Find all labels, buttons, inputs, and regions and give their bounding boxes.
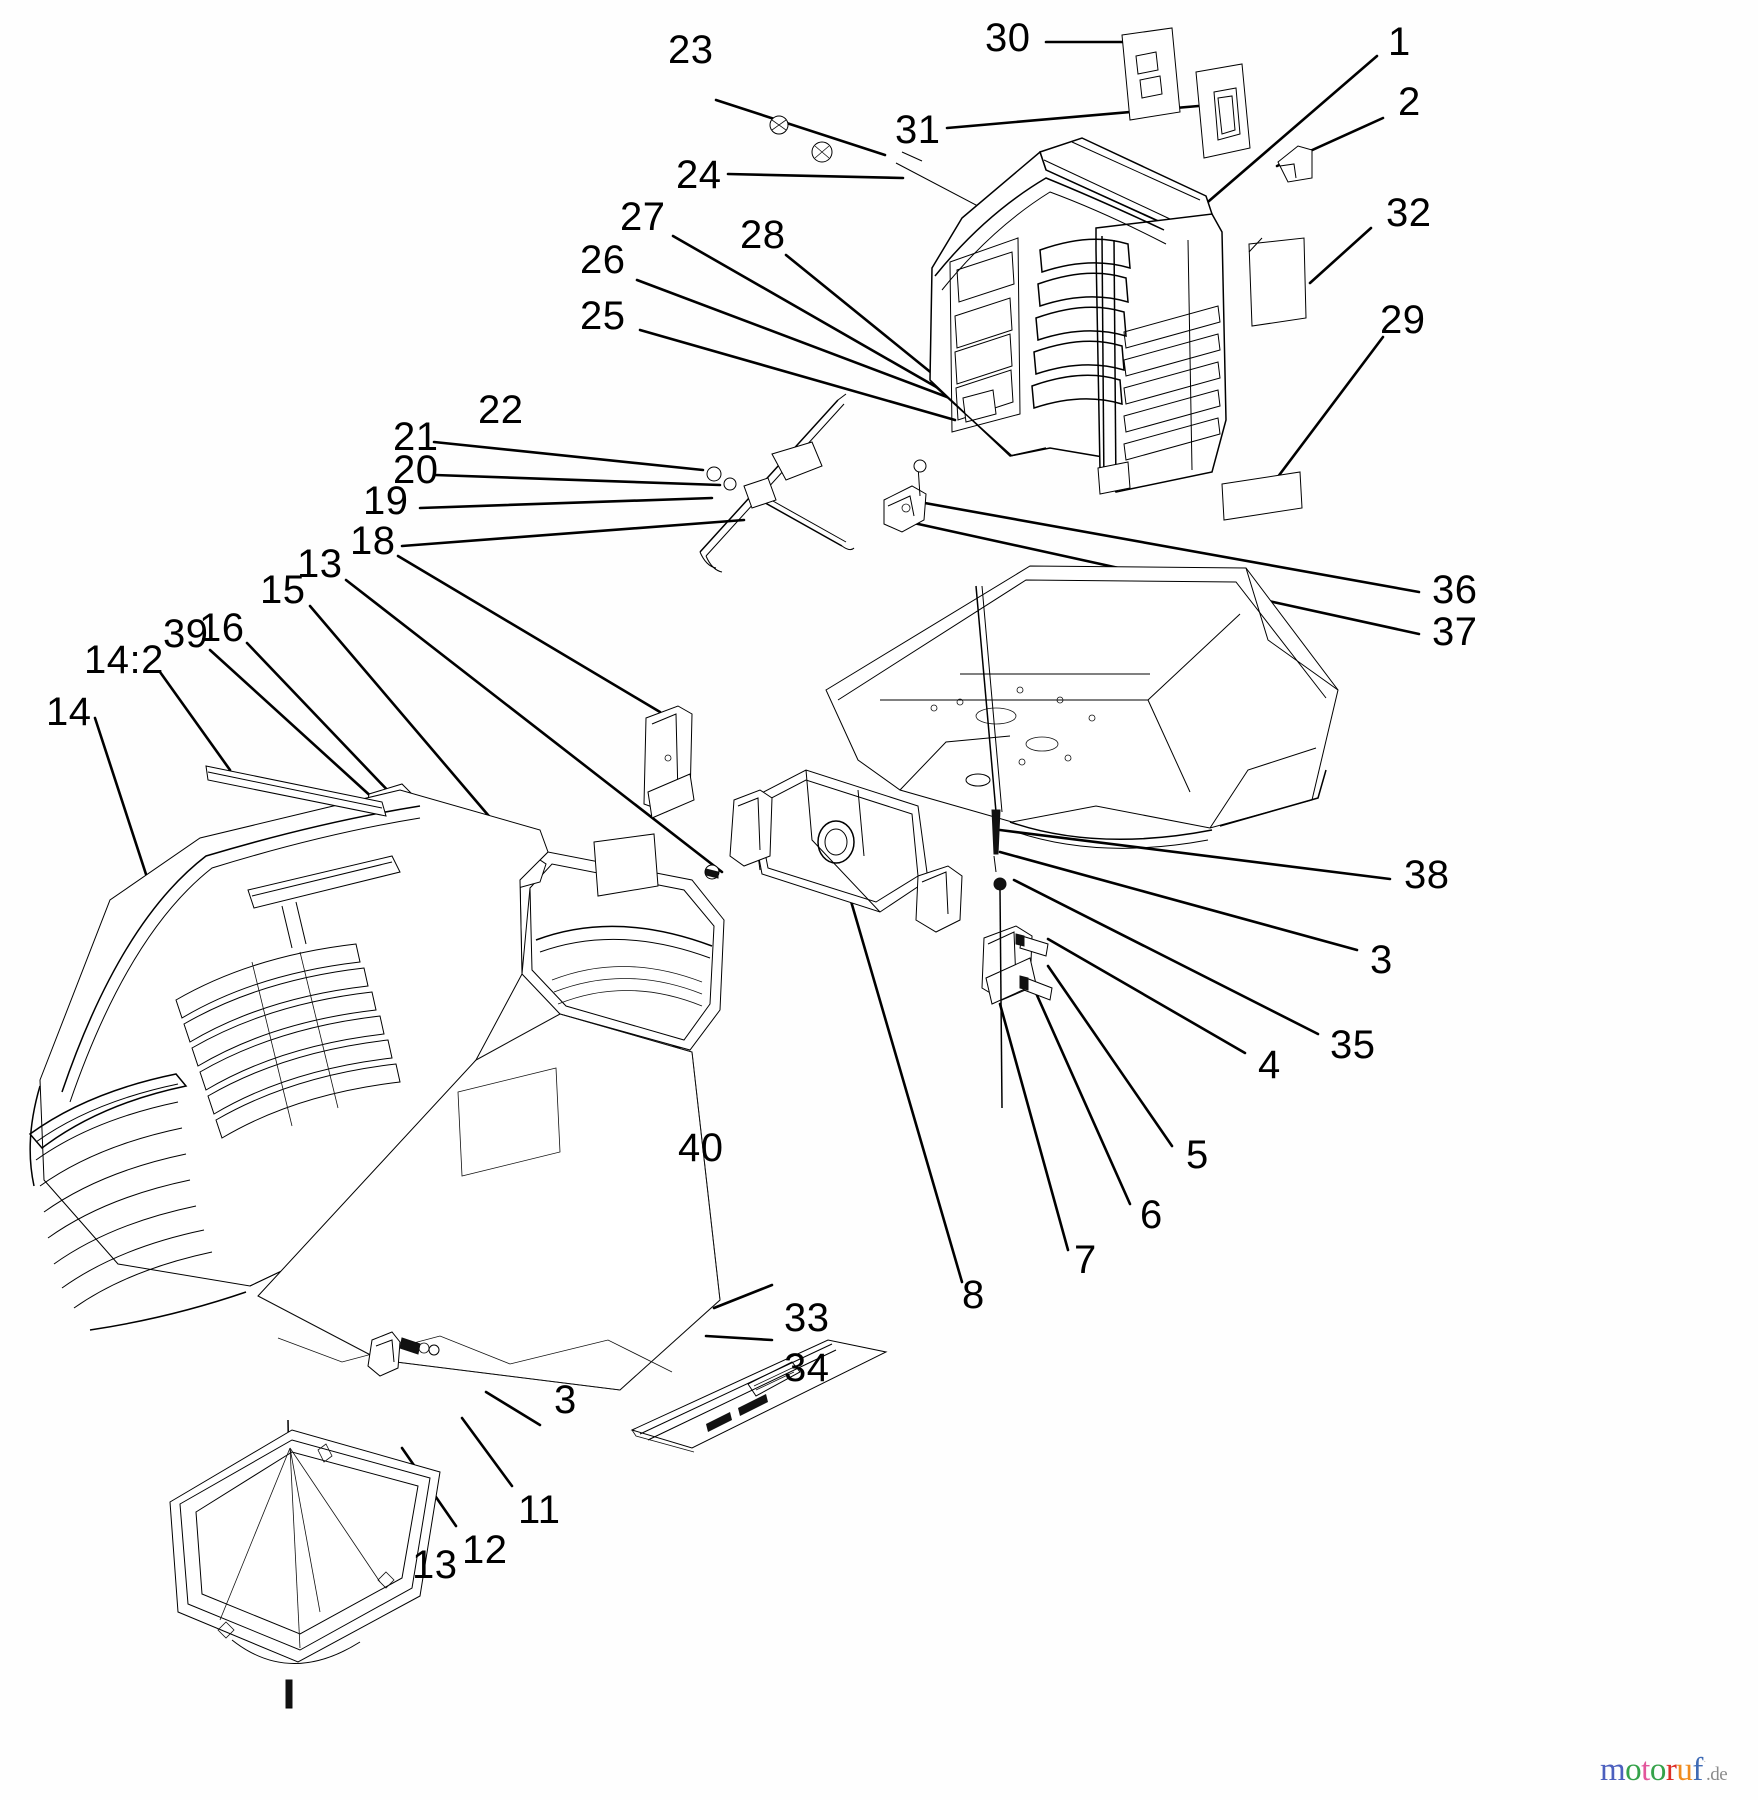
decal-32 (1248, 237, 1307, 327)
decal-30 (1121, 27, 1181, 121)
watermark-tld: .de (1706, 1764, 1728, 1785)
callout-38: 38 (1404, 853, 1450, 897)
callout-29: 29 (1380, 298, 1426, 342)
callout-14: 14 (46, 690, 92, 734)
watermark-letter-o2: o (1649, 1752, 1667, 1788)
callout-28: 28 (740, 213, 786, 257)
hardware-23-24 (769, 115, 833, 163)
bolt-3-lower (428, 1344, 440, 1356)
leader-lines (93, 40, 1421, 1567)
callout-25: 25 (580, 294, 626, 338)
watermark-letter-t: t (1641, 1752, 1650, 1788)
callout-13-upper: 13 (297, 542, 343, 586)
callout-24: 24 (676, 153, 722, 197)
callout-21: 21 (393, 415, 439, 459)
warning-decal (630, 1339, 888, 1453)
callout-8: 8 (962, 1273, 985, 1317)
watermark-letter-m: m (1600, 1752, 1626, 1788)
callout-23: 23 (668, 28, 714, 72)
footrest-deck (825, 565, 1339, 849)
callout-33: 33 (784, 1296, 830, 1340)
callout-15: 15 (260, 568, 306, 612)
hood-vent-slats (175, 943, 401, 1139)
callout-27: 27 (620, 195, 666, 239)
callout-19: 19 (363, 479, 409, 523)
frame-brackets (643, 705, 1053, 1109)
callout-2: 2 (1398, 80, 1421, 124)
callout-26: 26 (580, 238, 626, 282)
callout-1: 1 (1388, 20, 1411, 64)
callout-3-lower: 3 (554, 1378, 577, 1422)
watermark-letter-r: r (1665, 1752, 1677, 1788)
callout-20: 20 (393, 448, 439, 492)
front-grille-slats (35, 1101, 213, 1309)
callout-35: 35 (1330, 1023, 1376, 1067)
callout-39: 39 (163, 612, 209, 656)
callout-37: 37 (1432, 610, 1478, 654)
bumper-2 (1277, 145, 1313, 183)
decal-29 (1221, 471, 1303, 521)
callout-32: 32 (1386, 191, 1432, 235)
throttle-cable-linkage (699, 393, 855, 573)
callout-6: 6 (1140, 1193, 1163, 1237)
bracket-36-37 (883, 459, 927, 533)
callout-30: 30 (985, 16, 1031, 60)
watermark-dot: ˙ (1702, 1759, 1707, 1771)
callout-31: 31 (895, 108, 941, 152)
callout-5: 5 (1186, 1133, 1209, 1177)
watermark-letter-o1: o (1625, 1752, 1642, 1788)
callout-7: 7 (1074, 1238, 1097, 1282)
trim-strip-14-2 (205, 765, 387, 817)
callout-40: 40 (678, 1126, 724, 1170)
callout-12: 12 (462, 1528, 508, 1572)
watermark-letter-u: u (1676, 1752, 1693, 1788)
callout-14-2: 14:2 (84, 638, 164, 682)
main-hood (28, 789, 721, 1391)
callout-4: 4 (1258, 1043, 1281, 1087)
callout-16: 16 (199, 606, 245, 650)
watermark-letter-f: f (1692, 1752, 1703, 1788)
callout-36: 36 (1432, 568, 1478, 612)
callout-3-right: 3 (1370, 938, 1393, 982)
headlight-basket (169, 1331, 441, 1709)
callout-22: 22 (478, 388, 524, 432)
callout-34: 34 (784, 1346, 830, 1390)
callout-18: 18 (350, 519, 396, 563)
motoruf-watermark: motoruf˙.de (1600, 1752, 1728, 1789)
decal-31 (1195, 63, 1251, 159)
callout-13-lower: 13 (412, 1543, 458, 1587)
callout-11: 11 (518, 1488, 561, 1532)
hood-grille-assembly (929, 137, 1227, 495)
rod-38 (965, 585, 1003, 873)
